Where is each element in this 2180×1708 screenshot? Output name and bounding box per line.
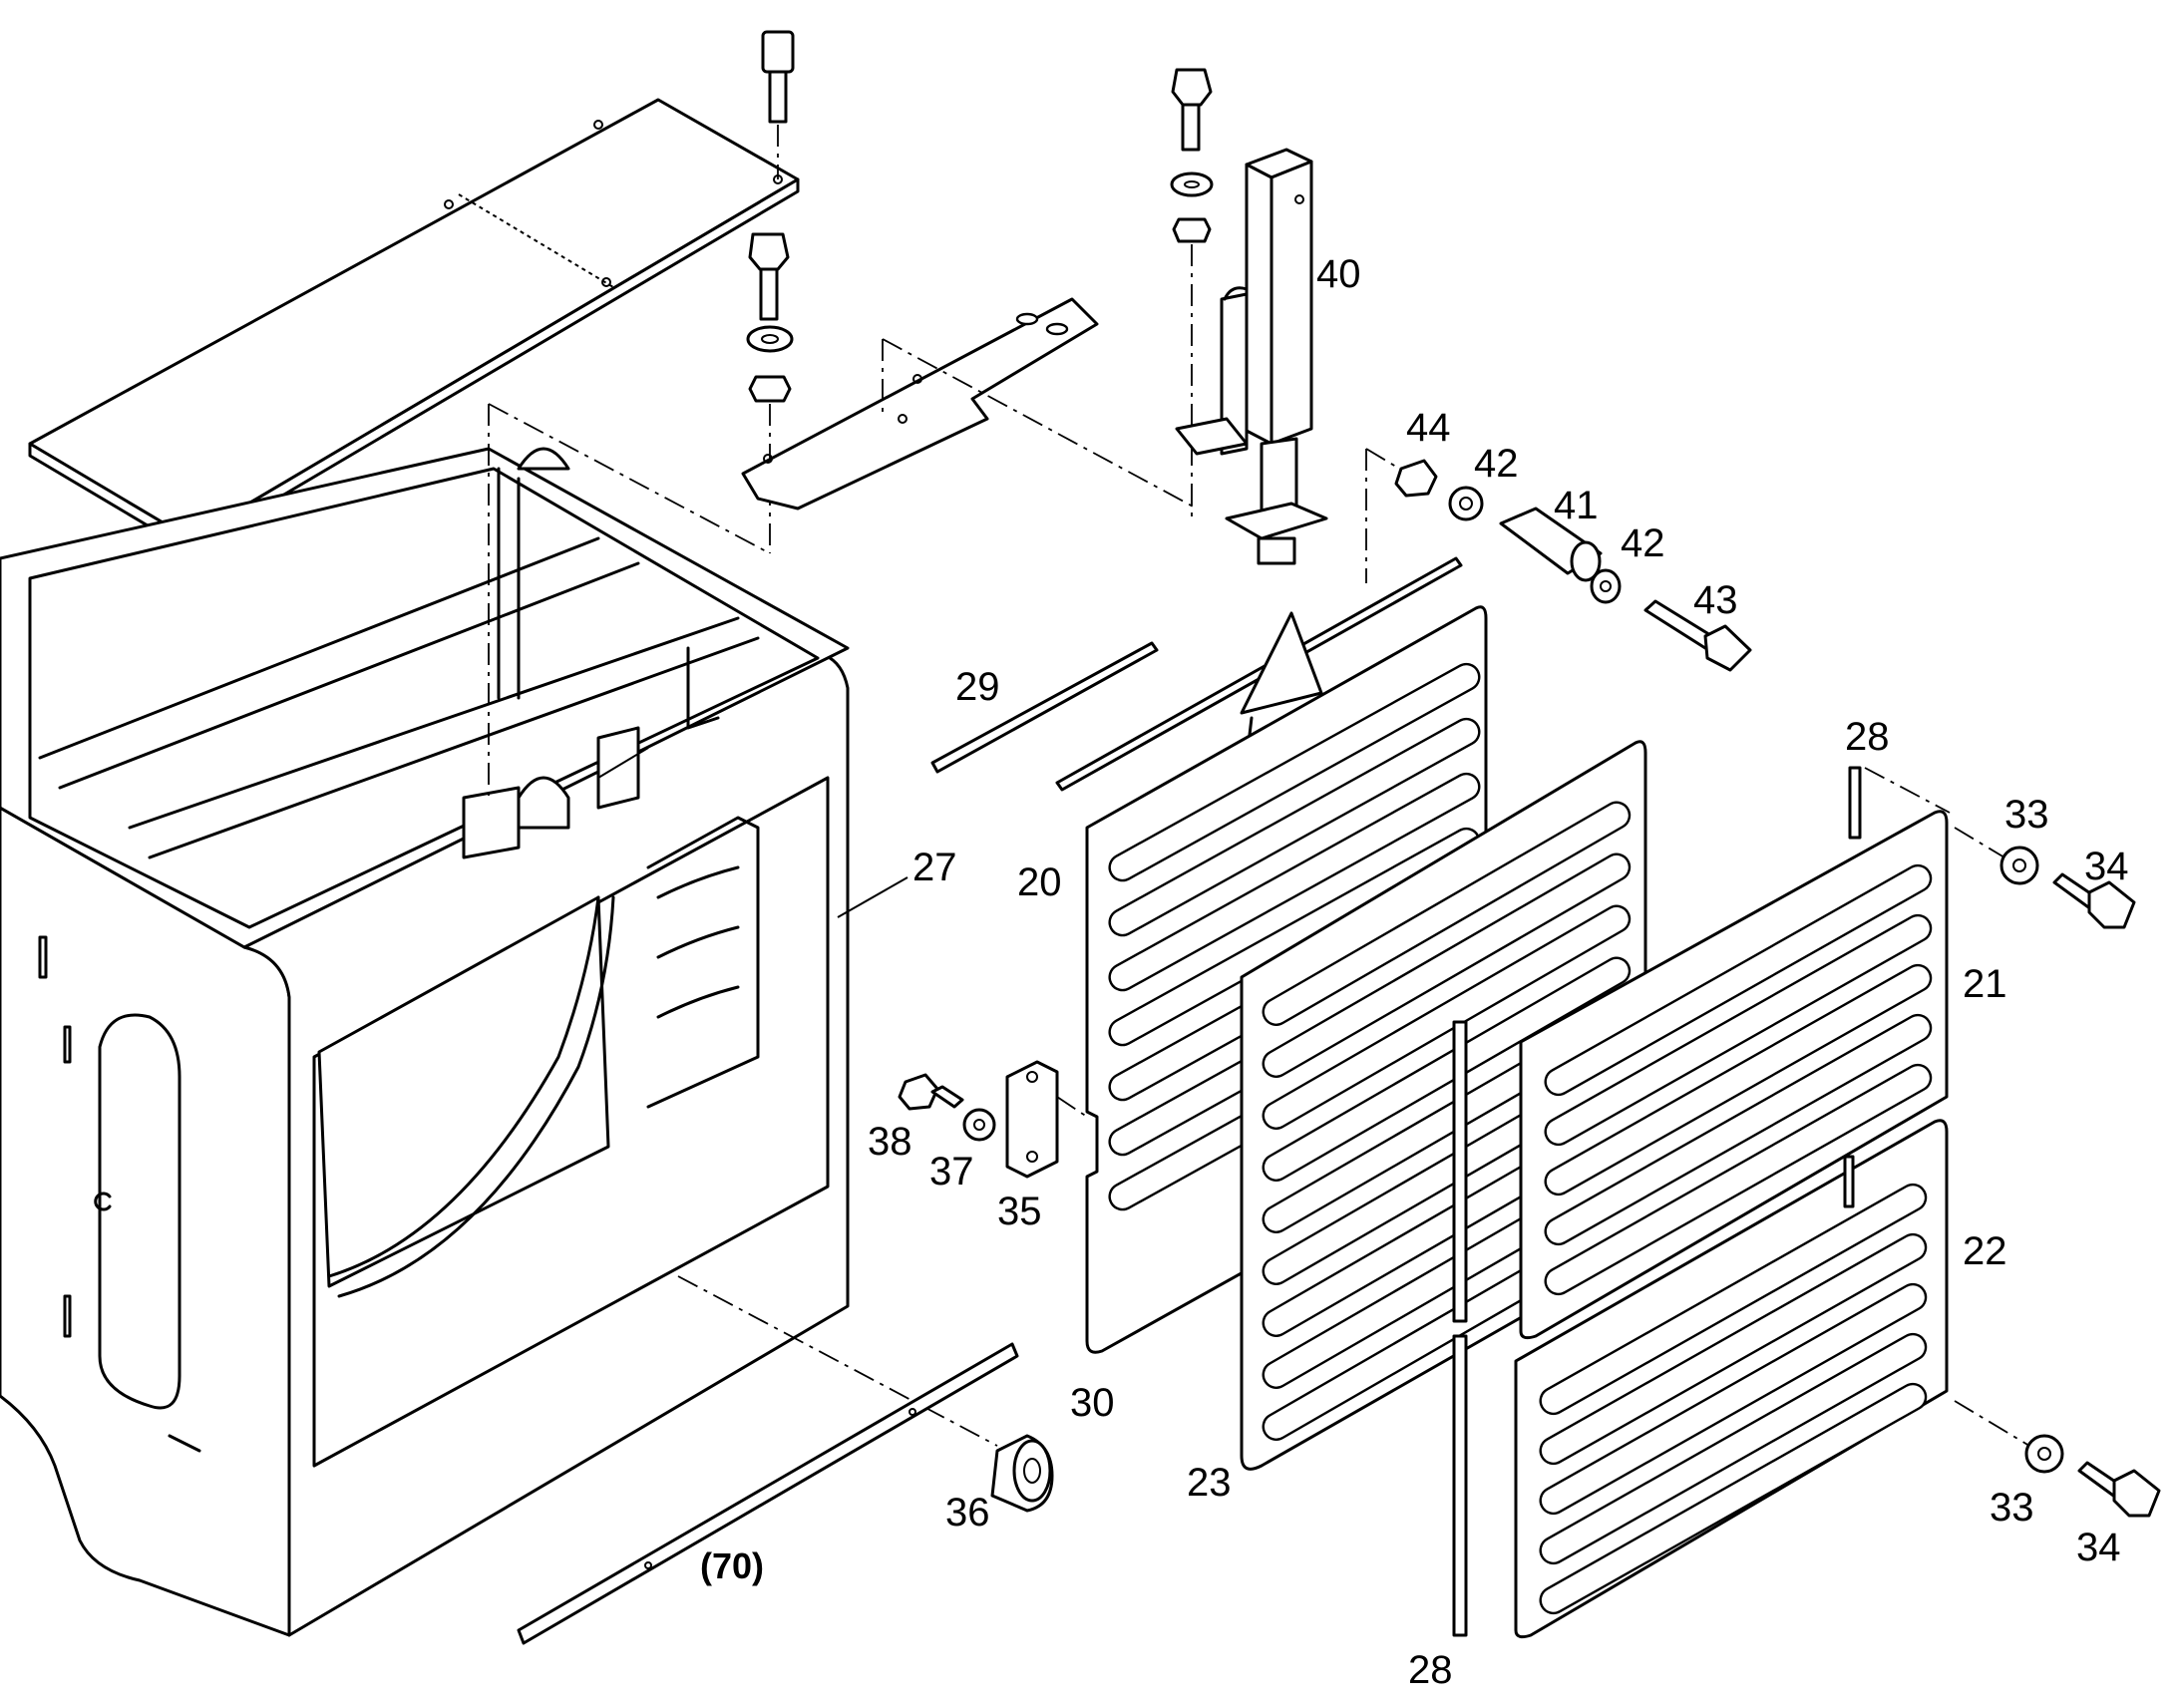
leader-lines bbox=[597, 747, 908, 918]
heater-panel-21 bbox=[1519, 810, 1949, 1340]
strip-28-bottom bbox=[1452, 1020, 1468, 1637]
callout-70: (70) bbox=[700, 1545, 764, 1586]
fastener-33-34-upper bbox=[1954, 827, 2136, 929]
callout-36: 36 bbox=[945, 1491, 990, 1535]
heater-slot bbox=[1539, 1282, 1928, 1516]
heater-slot bbox=[1544, 863, 1933, 1097]
heater-slot bbox=[1539, 1183, 1928, 1416]
heater-slot bbox=[1108, 772, 1481, 992]
heater-slot bbox=[1539, 1332, 1928, 1565]
callout-23: 23 bbox=[1187, 1461, 1232, 1505]
heater-slot bbox=[1544, 1013, 1933, 1246]
foot-36 bbox=[990, 1434, 1054, 1513]
heater-slot bbox=[1108, 662, 1481, 882]
callout-20: 20 bbox=[1017, 860, 1062, 904]
callout-29: 29 bbox=[955, 665, 1000, 709]
heater-slot bbox=[1108, 717, 1481, 937]
heater-slot bbox=[1262, 853, 1632, 1078]
cap-screw-top bbox=[761, 30, 795, 179]
fastener-33-34-lower bbox=[1954, 1400, 2161, 1518]
callout-38: 38 bbox=[868, 1120, 912, 1164]
callout-33-upper: 33 bbox=[2004, 793, 2049, 837]
fastener-35-37-38 bbox=[898, 1060, 1088, 1179]
strip-28-top bbox=[1848, 766, 1951, 840]
heater-slot bbox=[1544, 963, 1933, 1196]
heater-panel-22 bbox=[1514, 1119, 1949, 1639]
callout-34-lower: 34 bbox=[2076, 1526, 2121, 1569]
callout-43: 43 bbox=[1693, 578, 1738, 622]
bolt-stack-right bbox=[1170, 68, 1214, 518]
callout-35: 35 bbox=[997, 1190, 1042, 1233]
callout-44: 44 bbox=[1406, 406, 1451, 450]
callout-40: 40 bbox=[1316, 252, 1361, 296]
heater-slot bbox=[1544, 913, 1933, 1147]
heater-slot bbox=[1262, 801, 1632, 1026]
callout-21: 21 bbox=[1963, 962, 2007, 1006]
callout-41: 41 bbox=[1554, 484, 1599, 527]
callout-42-lower: 42 bbox=[1621, 521, 1665, 565]
main-enclosure bbox=[0, 403, 998, 1637]
bolt-stack-left bbox=[746, 232, 794, 553]
callout-30: 30 bbox=[1070, 1381, 1115, 1425]
callout-34-upper: 34 bbox=[2084, 845, 2129, 888]
bottom-strip-70 bbox=[517, 1342, 1019, 1645]
post-40 bbox=[1175, 148, 1328, 565]
strip-28-mid bbox=[1843, 1155, 1855, 1208]
heater-slot bbox=[1539, 1382, 1928, 1615]
callout-28-top: 28 bbox=[1845, 715, 1890, 759]
callout-27: 27 bbox=[912, 846, 957, 889]
callout-22: 22 bbox=[1963, 1229, 2007, 1273]
callout-labels: 40 44 42 41 42 43 29 27 20 28 33 34 21 3… bbox=[700, 252, 2129, 1692]
callout-33-lower: 33 bbox=[1990, 1486, 2034, 1530]
callout-37: 37 bbox=[929, 1150, 974, 1194]
mounting-bracket-plate bbox=[741, 297, 1198, 511]
strip-top-20 bbox=[1055, 556, 1463, 792]
heater-slot bbox=[1539, 1232, 1928, 1466]
fastener-row-41-44 bbox=[1365, 448, 1752, 672]
callout-42-upper: 42 bbox=[1474, 442, 1519, 486]
callout-28-bottom: 28 bbox=[1408, 1648, 1453, 1692]
top-cover-panel bbox=[28, 98, 800, 552]
heater-slot bbox=[1544, 1063, 1933, 1296]
strip-29 bbox=[930, 641, 1159, 774]
